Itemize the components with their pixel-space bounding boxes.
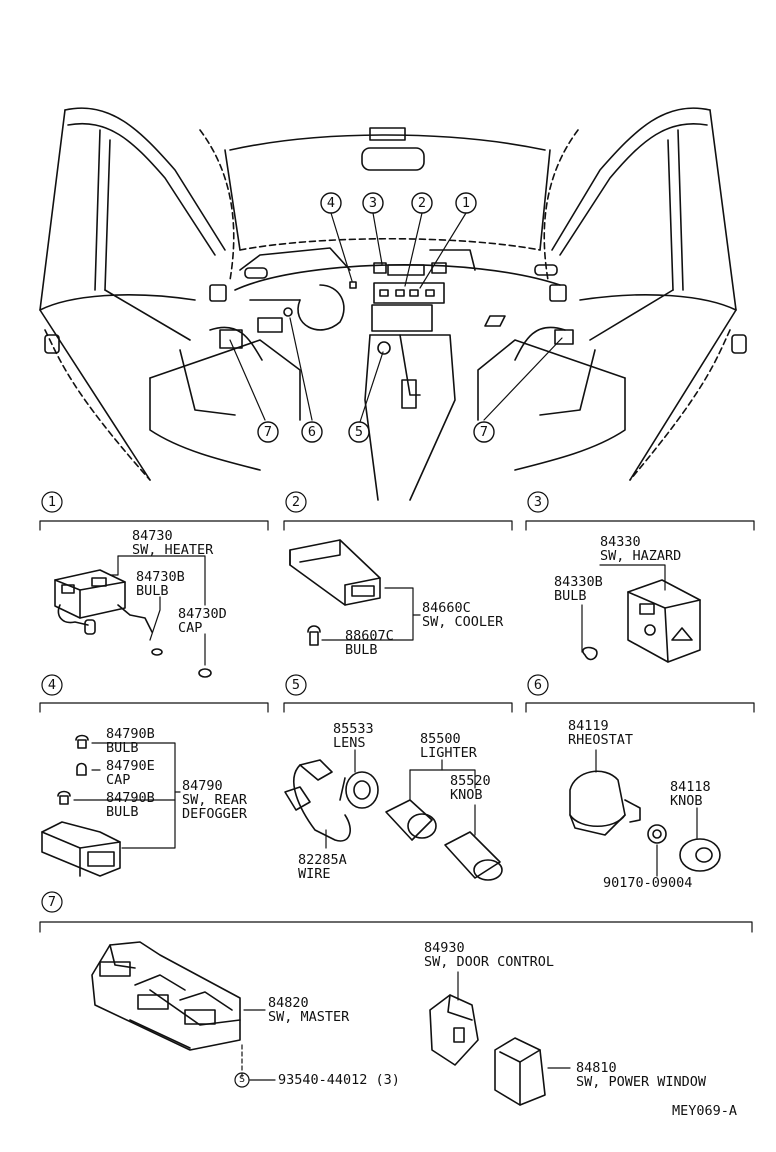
callout-3: 3 <box>368 195 378 211</box>
heater-switch-drawing <box>54 569 212 678</box>
callout-circle-3 <box>362 192 384 214</box>
car-interior-overview <box>39 107 747 501</box>
callout-circle-2 <box>411 192 433 214</box>
overview-leaders <box>229 212 563 423</box>
part-number-82285a: 82285A <box>298 852 347 868</box>
center-console-outline <box>364 262 456 501</box>
part-number-88607c: 88607C <box>345 628 394 644</box>
part-number-84930: 84930 <box>424 940 465 956</box>
section-5-number: 5 <box>291 677 301 693</box>
part-name-cap: CAP <box>178 620 203 636</box>
part-number-84730: 84730 <box>132 528 173 544</box>
part-number-84730b: 84730B <box>136 569 185 585</box>
section-4-number: 4 <box>47 677 57 693</box>
part-name-bulb-bottom: BULB <box>106 804 139 820</box>
part-number-85533: 85533 <box>333 721 374 737</box>
part-name-cap: CAP <box>106 772 131 788</box>
part-number-84790b-top: 84790B <box>106 726 155 742</box>
callout-circle-5 <box>348 421 370 443</box>
callout-circle-4 <box>320 192 342 214</box>
part-number-84820: 84820 <box>268 995 309 1011</box>
s-marker-letter: S <box>238 1074 246 1085</box>
callout-4: 4 <box>326 195 336 211</box>
section7-leaders <box>234 971 571 1088</box>
lighter-drawing <box>284 759 503 881</box>
part-number-84118: 84118 <box>670 779 711 795</box>
section-7-number: 7 <box>47 894 57 910</box>
part-number-84790e: 84790E <box>106 758 155 774</box>
callout-circle-6 <box>301 421 323 443</box>
left-door-switch <box>219 329 243 349</box>
part-name-sw-rear: SW, REAR <box>182 792 248 808</box>
part-name-rheostat: RHEOSTAT <box>568 732 634 748</box>
cooler-leaders <box>321 587 421 641</box>
part-name-sw-cooler: SW, COOLER <box>422 614 504 630</box>
part-name-bulb: BULB <box>345 642 378 658</box>
rheostat-drawing <box>569 770 721 872</box>
right-door-switch <box>554 329 574 345</box>
section-1-number: 1 <box>47 494 57 510</box>
power-window-switch-drawing <box>494 1037 546 1106</box>
part-number-84119: 84119 <box>568 718 609 734</box>
part-name-lens: LENS <box>333 735 366 751</box>
section-frames <box>39 491 755 933</box>
part-number-93540-44012: 93540-44012 (3) <box>278 1072 400 1088</box>
heater-leaders <box>109 555 206 666</box>
part-name-bulb: BULB <box>136 583 169 599</box>
part-name-knob: KNOB <box>670 793 703 809</box>
diagram-code: MEY069-A <box>672 1103 738 1119</box>
part-name-sw-power-window: SW, POWER WINDOW <box>576 1074 707 1090</box>
part-number-84730d: 84730D <box>178 606 227 622</box>
part-name-defogger: DEFOGGER <box>182 806 248 822</box>
callout-2: 2 <box>417 195 427 211</box>
callout-5: 5 <box>354 424 364 440</box>
defogger-switch-drawing <box>41 734 121 877</box>
part-number-85500: 85500 <box>420 731 461 747</box>
rheostat-leaders <box>595 749 698 877</box>
part-name-sw-master: SW, MASTER <box>268 1009 350 1025</box>
right-door-outline <box>477 107 747 481</box>
part-number-84790: 84790 <box>182 778 223 794</box>
part-number-84660c: 84660C <box>422 600 471 616</box>
s-marker-circle <box>234 1072 250 1088</box>
part-name-bulb: BULB <box>554 588 587 604</box>
overview-callouts <box>257 192 495 443</box>
part-name-sw-door-control: SW, DOOR CONTROL <box>424 954 555 970</box>
part-number-84330: 84330 <box>600 534 641 550</box>
hazard-switch-drawing <box>582 579 701 663</box>
callout-6: 6 <box>307 424 317 440</box>
callout-7-right: 7 <box>479 424 489 440</box>
part-name-sw-hazard: SW, HAZARD <box>600 548 682 564</box>
part-name-lighter: LIGHTER <box>420 745 477 761</box>
lighter-leaders <box>325 749 476 849</box>
callout-1: 1 <box>461 195 471 211</box>
part-number-84330b: 84330B <box>554 574 603 590</box>
callout-circle-1 <box>455 192 477 214</box>
callout-circle-7-right <box>473 421 495 443</box>
section-2-number: 2 <box>291 494 301 510</box>
cooler-switch-drawing <box>289 539 381 646</box>
part-name-sw-heater: SW, HEATER <box>132 542 214 558</box>
master-switch-drawing <box>91 941 241 1051</box>
part-name-bulb-top: BULB <box>106 740 139 756</box>
part-number-84790b-bottom: 84790B <box>106 790 155 806</box>
section-3-number: 3 <box>533 494 543 510</box>
defogger-leaders <box>73 742 181 849</box>
part-name-knob: KNOB <box>450 787 483 803</box>
windshield-outline <box>224 127 551 251</box>
part-name-wire: WIRE <box>298 866 331 882</box>
section-6-number: 6 <box>533 677 543 693</box>
callout-circle-7-left <box>257 421 279 443</box>
left-door-outline <box>39 107 301 481</box>
callout-7-left: 7 <box>263 424 273 440</box>
hazard-leaders <box>581 564 666 653</box>
part-number-84810: 84810 <box>576 1060 617 1076</box>
part-number-85520: 85520 <box>450 773 491 789</box>
door-control-switch-drawing <box>429 994 479 1066</box>
part-number-90170-09004: 90170-09004 <box>603 875 693 891</box>
